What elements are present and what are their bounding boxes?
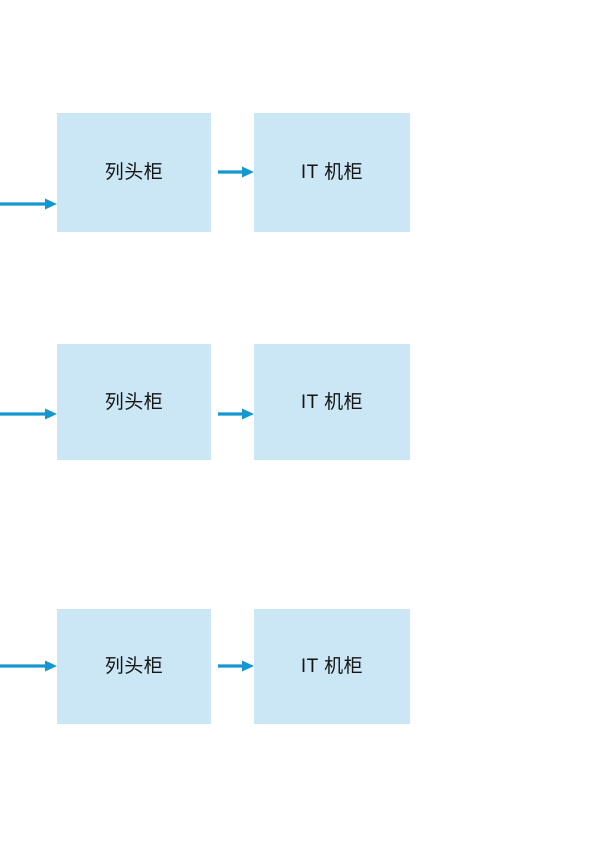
node-row1-liettougui[interactable]: 列头柜 <box>57 113 211 232</box>
arrow-right-icon-row2-in <box>0 407 57 421</box>
arrow-right-icon-row1-in <box>0 197 57 211</box>
arrow-right-icon-row1-mid <box>218 165 254 179</box>
node-label: 列头柜 <box>104 391 164 413</box>
arrow-right-icon-row3-mid <box>218 659 254 673</box>
node-row1-it-cabinet[interactable]: IT 机柜 <box>254 113 410 232</box>
node-row3-it-cabinet[interactable]: IT 机柜 <box>254 609 410 724</box>
arrow-right-icon-row2-mid <box>218 407 254 421</box>
node-row2-it-cabinet[interactable]: IT 机柜 <box>254 344 410 460</box>
node-label: 列头柜 <box>104 656 164 677</box>
node-row3-liettougui[interactable]: 列头柜 <box>57 609 211 724</box>
node-label: IT 机柜 <box>300 391 364 413</box>
node-label: 列头柜 <box>104 162 164 183</box>
node-label: IT 机柜 <box>300 656 364 677</box>
arrow-right-icon-row3-in <box>0 659 57 673</box>
node-label: IT 机柜 <box>300 162 364 183</box>
node-row2-liettougui[interactable]: 列头柜 <box>57 344 211 460</box>
